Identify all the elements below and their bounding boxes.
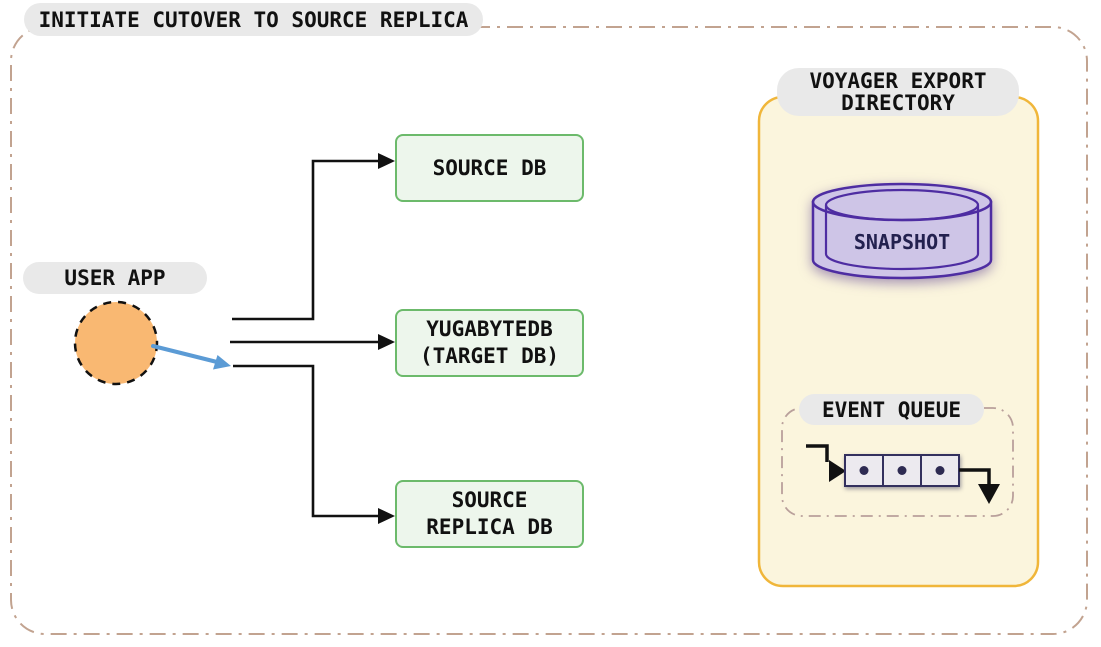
user-app-node xyxy=(73,300,159,386)
node-source-replica-db-label-line2: REPLICA DB xyxy=(426,515,553,539)
queue-item-dot xyxy=(935,466,945,475)
node-source-db-label: SOURCE DB xyxy=(432,155,547,180)
connector-to-target-db xyxy=(230,334,395,350)
outer-dashed-border xyxy=(10,26,1088,635)
node-source-db: SOURCE DB xyxy=(395,134,584,202)
voyager-export-directory-label-line1: VOYAGER EXPORT xyxy=(809,69,987,93)
snapshot-label: SNAPSHOT xyxy=(853,230,951,254)
voyager-export-directory-label-line2: DIRECTORY xyxy=(841,91,955,115)
voyager-export-directory-label: VOYAGER EXPORT DIRECTORY xyxy=(777,68,1019,116)
event-queue-cells xyxy=(844,454,960,487)
queue-item-dot xyxy=(859,466,869,475)
event-queue-label: EVENT QUEUE xyxy=(799,394,984,425)
node-source-replica-db-label-line1: SOURCE xyxy=(451,488,528,512)
event-queue-dashed-box xyxy=(781,407,1014,517)
queue-item-dot xyxy=(897,466,907,475)
user-app-label: USER APP xyxy=(23,262,207,294)
voyager-export-directory-panel xyxy=(757,95,1040,588)
node-target-db-label-line2: (TARGET DB) xyxy=(419,344,560,368)
node-target-db: YUGABYTEDB (TARGET DB) xyxy=(395,309,584,377)
diagram-title: INITIATE CUTOVER TO SOURCE REPLICA xyxy=(24,3,483,36)
queue-entry-arrow xyxy=(806,444,846,482)
snapshot-cylinder-icon xyxy=(811,182,993,280)
node-target-db-label-line1: YUGABYTEDB xyxy=(426,317,553,341)
connector-to-source-db xyxy=(232,153,395,321)
connector-to-source-replica-db xyxy=(233,364,395,524)
queue-exit-arrow xyxy=(959,468,1000,504)
cutover-arrow xyxy=(151,344,231,370)
node-source-replica-db: SOURCE REPLICA DB xyxy=(395,480,584,548)
